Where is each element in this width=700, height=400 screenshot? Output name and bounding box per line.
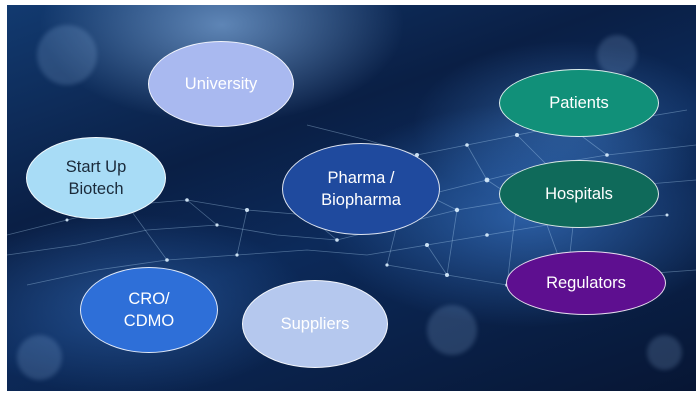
node-startup-biotech: Start Up Biotech	[26, 137, 166, 219]
network-background: University Start Up Biotech Pharma / Bio…	[7, 5, 696, 391]
bokeh-light	[37, 25, 97, 85]
node-regulators: Regulators	[506, 251, 666, 315]
bokeh-light	[597, 35, 637, 75]
node-university: University	[148, 41, 294, 127]
node-patients: Patients	[499, 69, 659, 137]
node-cro-cdmo: CRO/ CDMO	[80, 267, 218, 353]
bokeh-light	[647, 335, 682, 370]
node-hospitals: Hospitals	[499, 160, 659, 228]
bokeh-light	[17, 335, 62, 380]
bokeh-light	[427, 305, 477, 355]
node-suppliers: Suppliers	[242, 280, 388, 368]
node-pharma-biopharma: Pharma / Biopharma	[282, 143, 440, 235]
